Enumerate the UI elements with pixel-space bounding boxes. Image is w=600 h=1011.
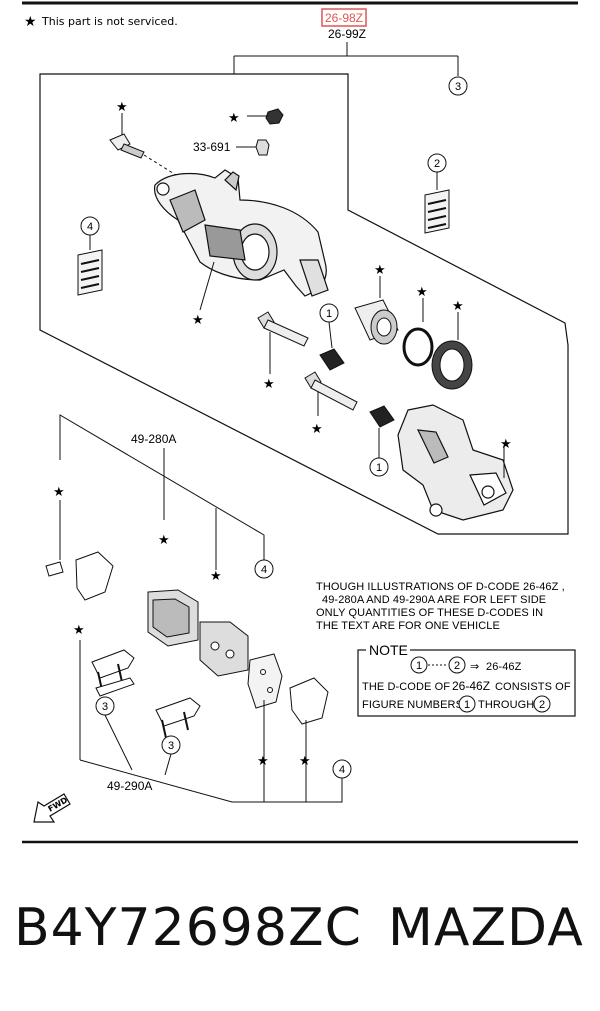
- note-line-3-callout-1: [458, 695, 476, 713]
- piston: [354, 299, 399, 345]
- pad-wear-indicator-2: [424, 189, 450, 234]
- caliper-body: [153, 169, 329, 297]
- star-bracket: ★: [500, 437, 512, 452]
- star-piston: ★: [374, 263, 386, 278]
- star-body: ★: [192, 313, 204, 328]
- illustration-note-line-1: THOUGH ILLUSTRATIONS OF D-CODE 26-46Z ,: [316, 581, 565, 593]
- note-line-3-mid: THROUGH: [478, 699, 534, 711]
- star-seal: ★: [416, 285, 428, 300]
- shim-left: [75, 551, 114, 601]
- piston-seal: [402, 327, 434, 367]
- brand-name: MAZDA: [388, 898, 584, 958]
- cap-nut: [265, 108, 284, 125]
- star-shim-a: ★: [257, 754, 269, 769]
- note-line-3-callout-2: [533, 695, 551, 713]
- callout-3-top: [448, 76, 468, 96]
- callout-3-clip-lower-label: 3: [168, 740, 174, 752]
- callout-2-box-label: 2: [434, 158, 440, 170]
- guide-pin-upper: [257, 311, 309, 347]
- note-line-2-post: CONSISTS OF: [495, 681, 571, 693]
- pin-boot-upper: [319, 348, 345, 371]
- shim-right: [289, 677, 329, 725]
- svg-text:1: 1: [464, 699, 470, 711]
- note-arrow-target: 26-46Z: [486, 661, 522, 673]
- pin-boot-lower: [369, 405, 395, 428]
- star-guide-bolt: ★: [116, 100, 128, 115]
- not-serviced-note: This part is not serviced.: [41, 15, 178, 28]
- star-guide-pin-upper: ★: [263, 377, 275, 392]
- callout-3-clip-upper-label: 3: [102, 701, 108, 713]
- note-line-2-code: 26-46Z: [452, 679, 490, 693]
- callout-4-box-label: 4: [87, 221, 93, 233]
- code-33-691[interactable]: 33-691: [193, 140, 231, 154]
- body-leader: [199, 261, 215, 311]
- fwd-arrow: FWD: [33, 793, 71, 823]
- callout-1-lower: [369, 457, 389, 477]
- shim-right-plate: [247, 653, 283, 709]
- not-serviced-star: ★: [24, 14, 37, 30]
- illustration-note-line-2: 49-280A AND 49-290A ARE FOR LEFT SIDE: [322, 594, 546, 606]
- svg-text:2: 2: [454, 660, 460, 672]
- star-clip: ★: [73, 623, 85, 638]
- svg-text:1: 1: [416, 660, 422, 672]
- star-shim-b: ★: [299, 754, 311, 769]
- note-box: NOTE 1 2 ⇒ 26-46Z THE D-CODE OF 26-46Z C…: [357, 642, 576, 717]
- note-arrow: ⇒: [470, 660, 479, 673]
- code-26-99z[interactable]: 26-99Z: [328, 27, 366, 41]
- callout-4-pads: [254, 559, 274, 579]
- caliper-assembly-box: [39, 73, 569, 535]
- wear-indicator: [45, 561, 64, 577]
- star-cap: ★: [228, 111, 240, 126]
- svg-text:2: 2: [539, 699, 545, 711]
- code-49-290a[interactable]: 49-290A: [107, 779, 152, 793]
- code-49-280a[interactable]: 49-280A: [131, 432, 176, 446]
- guide-bolt: [109, 133, 201, 191]
- callout-1-lower-label: 1: [376, 462, 382, 474]
- pad-kit-box: [59, 414, 265, 560]
- piston-boot: [431, 340, 473, 390]
- star-pad-a: ★: [158, 533, 170, 548]
- illustration-note-line-3: ONLY QUANTITIES OF THESE D-CODES IN: [316, 607, 543, 619]
- note-line-2-pre: THE D-CODE OF: [362, 681, 450, 693]
- pad-clip-upper: [91, 649, 135, 697]
- guide-pin-lower: [304, 371, 358, 411]
- pad-clip-lower: [155, 697, 201, 739]
- note-callout-2: [448, 656, 466, 674]
- brake-pad-inner: [199, 621, 249, 677]
- code-26-98z[interactable]: 26-98Z: [325, 11, 363, 25]
- part-number: B4Y72698ZC: [14, 898, 362, 958]
- callout-3-top-label: 3: [455, 81, 461, 93]
- star-boot: ★: [452, 299, 464, 314]
- star-wear: ★: [53, 485, 65, 500]
- star-pad-b: ★: [210, 569, 222, 584]
- clip-kit-leader: [79, 759, 343, 803]
- star-guide-pin-lower: ★: [311, 422, 323, 437]
- highlight-box[interactable]: [321, 8, 367, 27]
- callout-4-shims-label: 4: [339, 764, 345, 776]
- pad-shim-4: [77, 249, 103, 296]
- brake-pad-outer: [147, 589, 199, 647]
- note-line-3-pre: FIGURE NUMBERS: [362, 699, 463, 711]
- bleeder-nipple: [255, 139, 270, 156]
- callout-1-upper-label: 1: [326, 308, 332, 320]
- caliper-bracket: [397, 404, 514, 521]
- callout-4-pads-label: 4: [261, 564, 267, 576]
- note-title: NOTE: [369, 642, 408, 658]
- note-callout-1: [410, 656, 428, 674]
- callout-4-shims: [332, 759, 352, 779]
- illustration-note-line-4: THE TEXT ARE FOR ONE VEHICLE: [316, 620, 500, 632]
